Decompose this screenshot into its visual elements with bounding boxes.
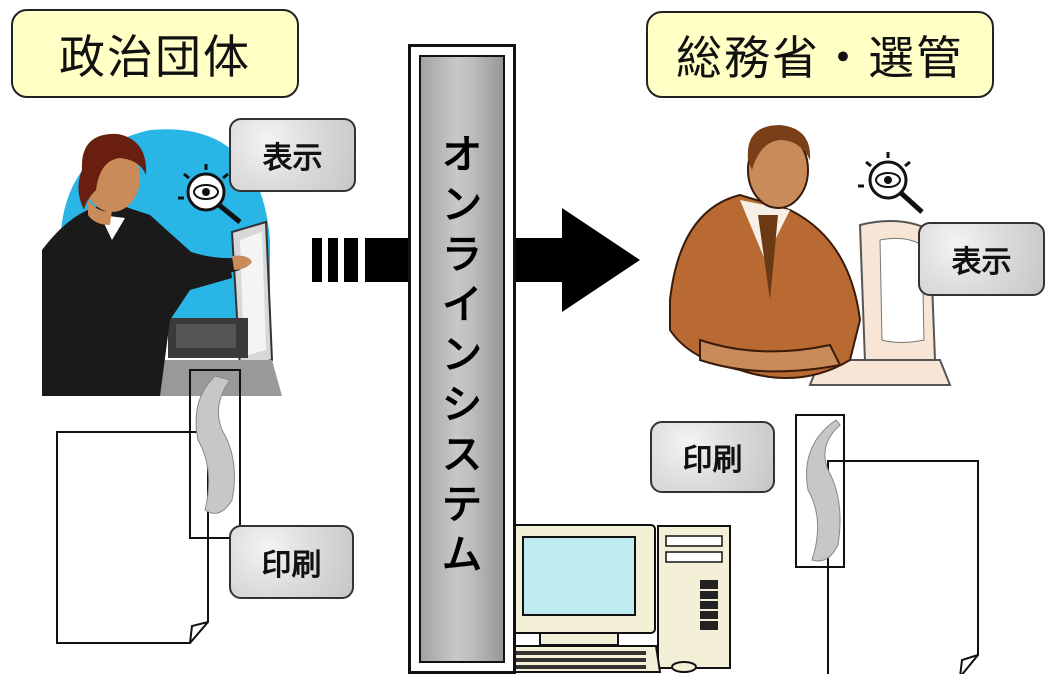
left-print-label: 印刷 (229, 525, 354, 599)
arrow-right (312, 208, 640, 312)
online-system-char: ス (442, 432, 482, 478)
online-system-char: シ (442, 382, 482, 428)
online-system-char: ム (442, 532, 482, 578)
online-system-char: ン (442, 182, 482, 228)
desktop-computer-illustration (494, 524, 731, 673)
online-system-char: ン (442, 332, 482, 378)
eye-icon (858, 152, 924, 214)
man-at-computer-illustration (669, 125, 952, 386)
right-display-label: 表示 (918, 222, 1045, 296)
left-display-label: 表示 (229, 118, 356, 192)
right-party-title: 総務省・選管 (646, 11, 994, 98)
eye-icon (178, 164, 242, 224)
right-print-label: 印刷 (650, 421, 775, 493)
left-document-icon (56, 369, 241, 644)
online-system-char: ラ (442, 232, 482, 278)
online-system-char: イ (442, 282, 482, 328)
right-document-icon (795, 414, 979, 674)
online-system-column (408, 44, 516, 674)
online-system-label: オンラインシステム (424, 130, 500, 580)
online-system-char: テ (442, 482, 482, 528)
left-party-title: 政治団体 (11, 9, 299, 98)
online-system-char: オ (442, 132, 482, 178)
